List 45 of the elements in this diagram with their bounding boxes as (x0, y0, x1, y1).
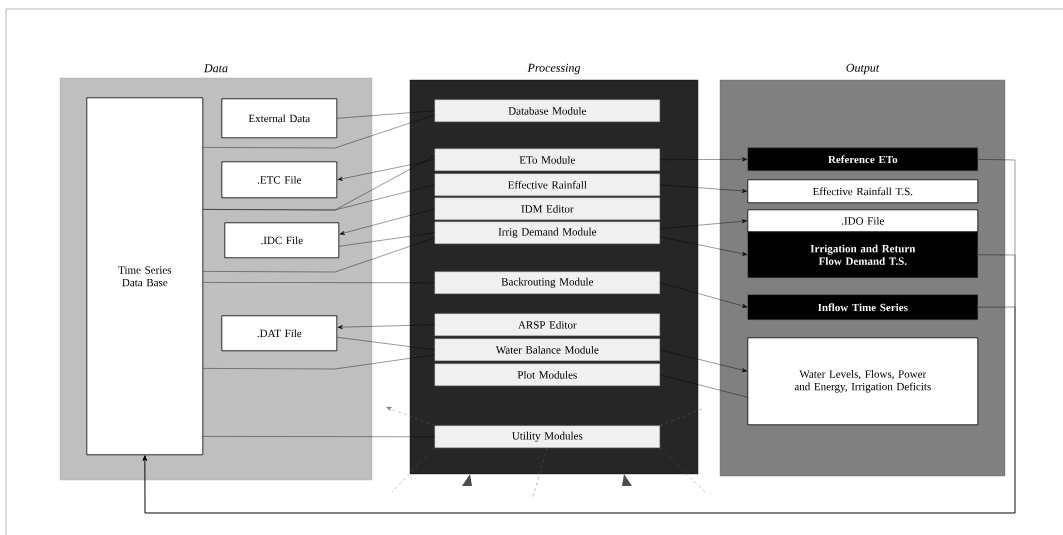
connector-line (337, 110, 435, 119)
connector-line (203, 354, 435, 370)
connector-line (203, 184, 435, 211)
node-label: Output (846, 63, 880, 75)
output-box: Effective Rainfall T.S. (747, 179, 979, 204)
connector-line (337, 337, 435, 350)
file-box: External Data (221, 98, 338, 139)
module-box: Backrouting Module (434, 271, 660, 294)
arrow (339, 208, 435, 235)
output-box: Inflow Time Series (747, 294, 978, 320)
arrow (659, 184, 748, 193)
output-box: .IDO File (747, 209, 979, 233)
file-box: .IDC File (224, 222, 340, 259)
arrow (659, 219, 748, 229)
module-box: Effective Rainfall (434, 173, 660, 196)
output-box: Water Levels, Flows, Power and Energy, Irrigation Deficits (747, 337, 979, 426)
arrow (659, 157, 748, 162)
file-box: .DAT File (221, 315, 338, 352)
module-box: Water Balance Module (434, 338, 660, 361)
arrow (337, 324, 435, 330)
module-box: ARSP Editor (434, 313, 660, 336)
connector-line (203, 114, 435, 149)
module-box: Database Module (434, 99, 660, 122)
output-box: Reference ETo (747, 147, 978, 171)
arrow (142, 306, 1016, 514)
module-box: ETo Module (434, 148, 660, 171)
module-box: Plot Modules (434, 363, 660, 386)
module-box: Utility Modules (434, 425, 660, 448)
output-box: Irrigation and Return Flow Demand T.S. (747, 231, 978, 278)
module-box: Irrig Demand Module (434, 221, 660, 244)
module-box: IDM Editor (434, 197, 660, 220)
connector-line (339, 232, 435, 247)
connector-line (203, 237, 435, 273)
arrow (337, 159, 435, 181)
node-label: Processing (527, 63, 581, 75)
connector-line (659, 374, 748, 398)
file-box: .ETC File (221, 161, 338, 199)
arrow (659, 349, 748, 372)
connector-line (203, 436, 435, 437)
dashed-arrow (386, 407, 435, 426)
arrow (659, 282, 748, 308)
node-label: Data (203, 64, 228, 73)
connector-line (203, 282, 435, 283)
arrow (659, 236, 748, 256)
database-box: Time Series Data Base (86, 97, 204, 456)
